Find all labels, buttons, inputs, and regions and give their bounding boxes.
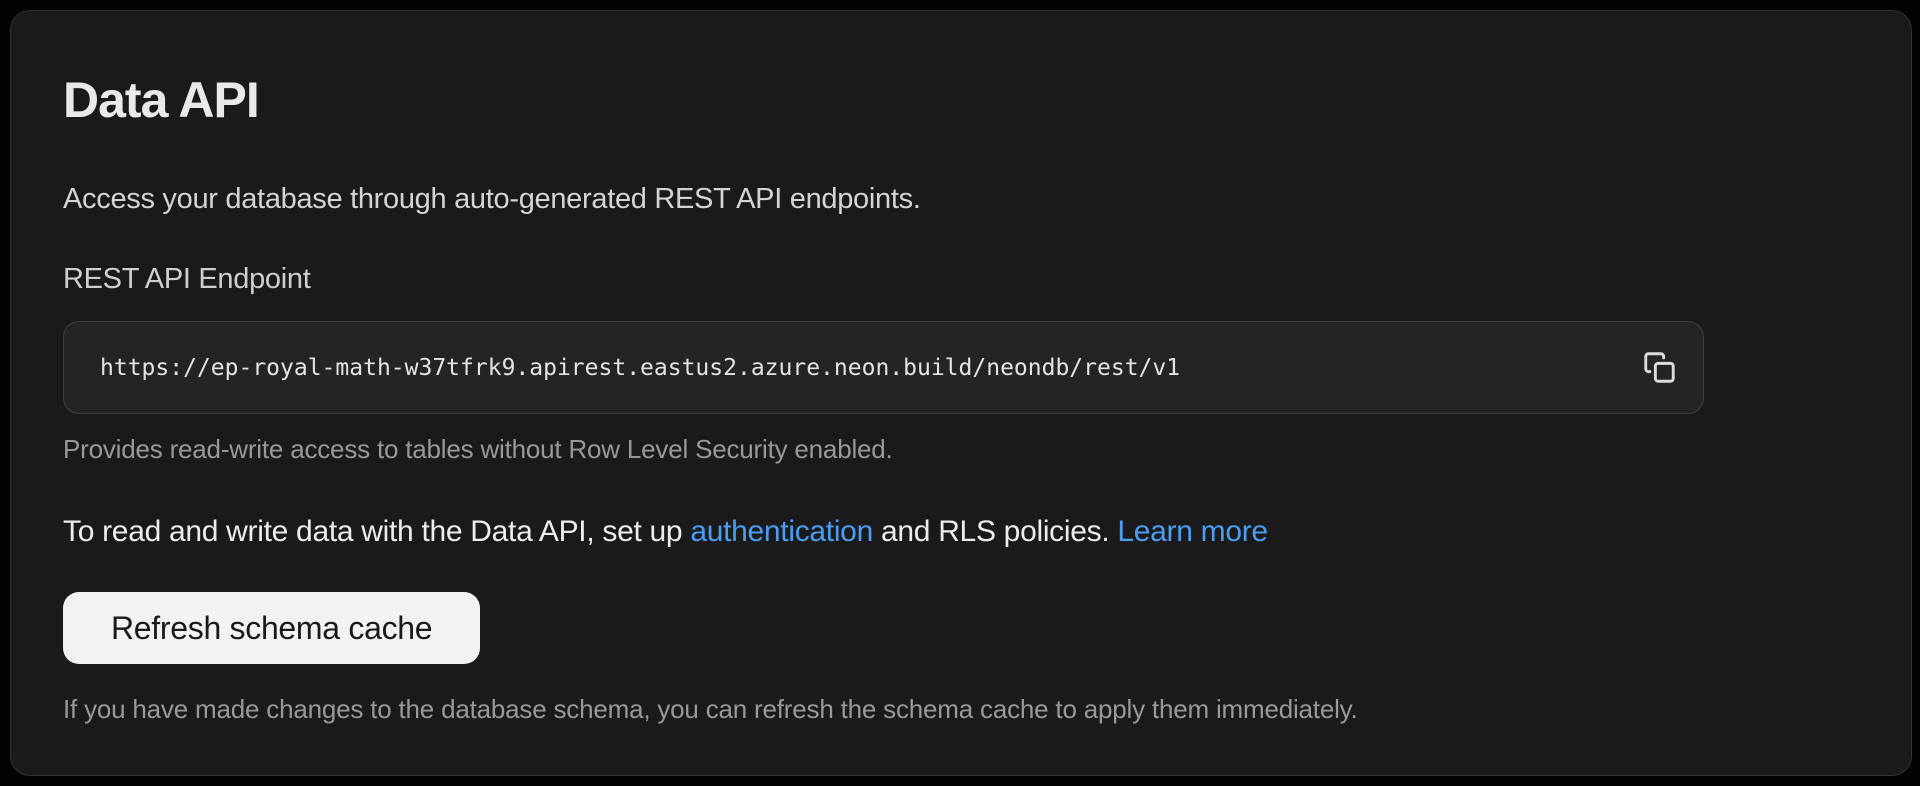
page-title: Data API — [63, 72, 260, 128]
refresh-helper-text: If you have made changes to the database… — [63, 694, 1358, 724]
endpoint-field — [63, 321, 1704, 414]
auth-note-middle: and RLS policies. — [872, 515, 1118, 548]
auth-note: To read and write data with the Data API… — [63, 513, 1859, 551]
endpoint-url-input[interactable] — [64, 322, 1631, 413]
copy-button[interactable] — [1631, 340, 1687, 396]
refresh-schema-cache-button[interactable]: Refresh schema cache — [63, 592, 481, 664]
auth-note-prefix: To read and write data with the Data API… — [63, 515, 691, 548]
learn-more-link[interactable]: Learn more — [1117, 515, 1268, 548]
authentication-link[interactable]: authentication — [690, 515, 873, 548]
copy-icon — [1643, 351, 1676, 384]
card-description: Access your database through auto-genera… — [63, 183, 921, 215]
endpoint-label: REST API Endpoint — [63, 263, 311, 295]
data-api-card: Data API Access your database through au… — [10, 10, 1912, 776]
endpoint-helper-text: Provides read-write access to tables wit… — [63, 434, 893, 464]
